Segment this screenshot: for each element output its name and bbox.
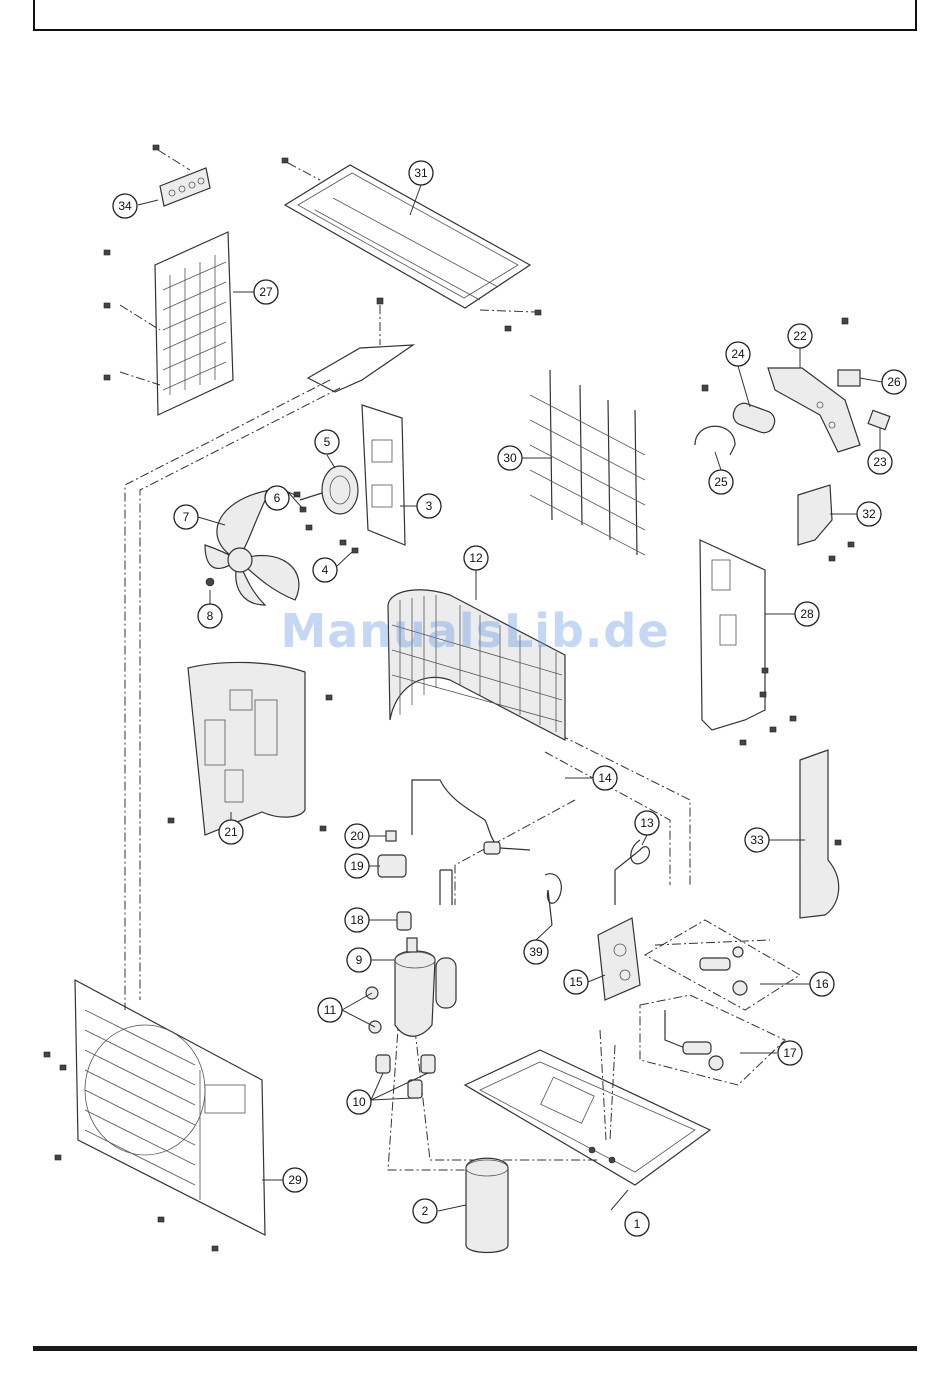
callout-39: 39 (524, 940, 548, 964)
svg-text:22: 22 (793, 329, 807, 343)
callout-9: 9 (347, 948, 371, 972)
callout-17: 17 (778, 1041, 802, 1065)
callout-4: 4 (313, 558, 337, 582)
callout-25: 25 (709, 470, 733, 494)
part-pipe-assembly (412, 780, 530, 905)
part-top-cover (282, 158, 541, 331)
svg-text:18: 18 (350, 913, 364, 927)
part-front-panel (44, 980, 265, 1251)
svg-text:26: 26 (887, 375, 901, 389)
part-motor-bracket-top (308, 298, 413, 392)
callout-29: 29 (283, 1168, 307, 1192)
svg-text:5: 5 (324, 435, 331, 449)
svg-text:17: 17 (783, 1046, 797, 1060)
svg-text:39: 39 (529, 945, 543, 959)
callout-30: 30 (498, 446, 522, 470)
part-compressor (395, 938, 456, 1036)
part-cushions-10 (376, 1055, 435, 1098)
svg-text:33: 33 (750, 833, 764, 847)
callout-32: 32 (857, 502, 881, 526)
svg-text:14: 14 (598, 771, 612, 785)
part-tube-39 (545, 874, 561, 925)
callout-1: 1 (625, 1212, 649, 1236)
svg-text:4: 4 (322, 563, 329, 577)
callout-15: 15 (564, 970, 588, 994)
callout-7: 7 (174, 505, 198, 529)
part-service-valve-17 (640, 995, 785, 1085)
svg-text:7: 7 (183, 510, 190, 524)
part-partition-panel (168, 662, 332, 835)
callout-27: 27 (254, 280, 278, 304)
part-rear-grille (104, 232, 233, 415)
part-fan-motor (294, 466, 358, 530)
callout-18: 18 (345, 908, 369, 932)
part-compressor-jacket (466, 1158, 508, 1252)
part-relay-26 (838, 370, 860, 386)
svg-text:32: 32 (862, 507, 876, 521)
svg-text:13: 13 (640, 816, 654, 830)
callout-14: 14 (593, 766, 617, 790)
callout-10: 10 (347, 1090, 371, 1114)
callout-2: 2 (413, 1199, 437, 1223)
svg-text:11: 11 (324, 1003, 337, 1017)
callout-22: 22 (788, 324, 812, 348)
svg-text:25: 25 (714, 475, 728, 489)
callout-24: 24 (726, 342, 750, 366)
svg-text:34: 34 (118, 199, 132, 213)
svg-text:31: 31 (414, 166, 428, 180)
watermark-text: ManualsLib.de (0, 604, 950, 658)
svg-text:24: 24 (731, 347, 745, 361)
part-nut-20 (386, 831, 396, 841)
callout-16: 16 (810, 972, 834, 996)
svg-text:12: 12 (469, 551, 483, 565)
part-service-valve-16 (645, 920, 800, 1010)
callout-19: 19 (345, 854, 369, 878)
part-capacitor-clamp (695, 385, 735, 455)
svg-text:29: 29 (288, 1173, 302, 1187)
footer-rule (33, 1346, 917, 1351)
callout-21: 21 (219, 820, 243, 844)
svg-text:19: 19 (350, 859, 364, 873)
callout-6: 6 (265, 486, 289, 510)
part-capacitor (731, 400, 778, 435)
svg-text:3: 3 (426, 499, 433, 513)
callout-33: 33 (745, 828, 769, 852)
callout-13: 13 (635, 811, 659, 835)
svg-text:30: 30 (503, 451, 517, 465)
part-wire-guard (530, 370, 645, 555)
callout-20: 20 (345, 824, 369, 848)
svg-text:23: 23 (873, 455, 887, 469)
callout-26: 26 (882, 370, 906, 394)
svg-text:27: 27 (259, 285, 273, 299)
part-valve-plate (598, 918, 640, 1000)
part-tube-13 (615, 840, 649, 905)
svg-text:2: 2 (422, 1204, 429, 1218)
svg-text:9: 9 (356, 953, 363, 967)
svg-text:1: 1 (634, 1217, 641, 1231)
part-terminal-block (153, 145, 210, 206)
part-corner-post (800, 750, 841, 918)
svg-text:10: 10 (352, 1095, 366, 1109)
part-small-bracket (798, 485, 854, 561)
callout-12: 12 (464, 546, 488, 570)
svg-text:16: 16 (815, 977, 829, 991)
callout-23: 23 (868, 450, 892, 474)
part-valve-coil-19 (378, 855, 406, 877)
callout-3: 3 (417, 494, 441, 518)
svg-text:20: 20 (350, 829, 364, 843)
svg-text:21: 21 (224, 825, 238, 839)
part-valve-18 (397, 912, 411, 930)
callout-5: 5 (315, 430, 339, 454)
callout-34: 34 (113, 194, 137, 218)
part-relay-23 (868, 410, 890, 429)
svg-text:15: 15 (569, 975, 583, 989)
callout-31: 31 (409, 161, 433, 185)
callout-11: 11 (318, 998, 342, 1022)
svg-text:6: 6 (274, 491, 281, 505)
